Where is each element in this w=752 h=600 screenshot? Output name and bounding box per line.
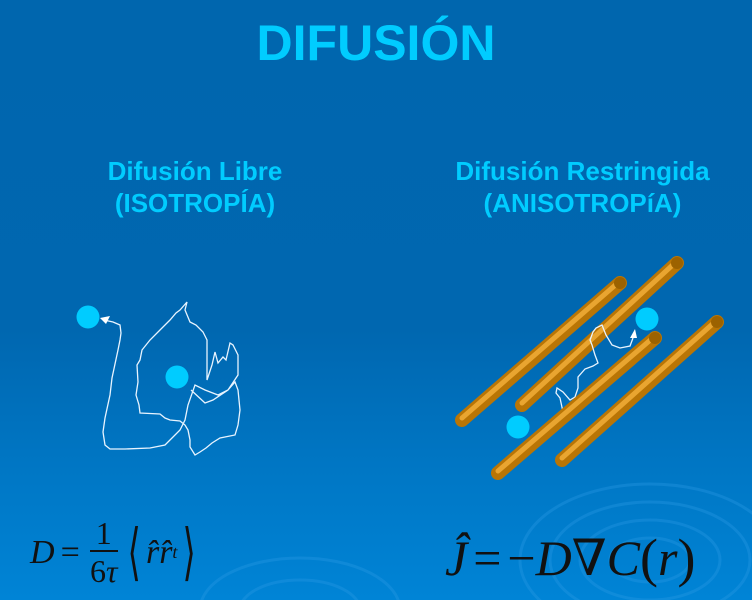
left-heading-line2: (ISOTROPÍA) bbox=[114, 188, 276, 218]
left-heading: Difusión Libre (ISOTROPÍA) bbox=[70, 155, 320, 219]
eq-minus: − bbox=[507, 530, 536, 586]
eq-open-paren: ( bbox=[640, 528, 658, 588]
right-heading: Difusión Restringida (ANISOTROPíA) bbox=[420, 155, 745, 219]
eq-equals: = bbox=[473, 530, 502, 586]
eq-term1: r̂ bbox=[145, 533, 160, 571]
slide-title: DIFUSIÓN bbox=[256, 15, 496, 71]
right-heading-line1: Difusión Restringida bbox=[455, 156, 710, 186]
eq-lhs: D bbox=[30, 533, 55, 571]
diffusion-coefficient-equation: D = 1 6τ ⟨ r̂ r̂ t ⟩ bbox=[30, 510, 202, 595]
eq-arg: r bbox=[657, 530, 678, 586]
eq-equals: = bbox=[60, 533, 80, 571]
arrowhead-icon bbox=[100, 316, 110, 324]
eq-coef: D bbox=[535, 530, 572, 586]
eq-numerator: 1 bbox=[89, 516, 118, 552]
arrowhead-icon bbox=[630, 329, 637, 338]
particle-start bbox=[506, 415, 530, 439]
particle-end bbox=[76, 305, 100, 329]
random-walk-path bbox=[102, 301, 241, 456]
eq-func: C bbox=[606, 530, 640, 586]
right-heading-line2: (ANISOTROPíA) bbox=[483, 188, 682, 218]
eq-denominator: 6τ bbox=[90, 552, 118, 589]
eq-fraction: 1 6τ bbox=[89, 516, 118, 590]
particle-start bbox=[165, 365, 189, 389]
eq-open-bracket: ⟨ bbox=[127, 518, 141, 587]
particle-end bbox=[635, 307, 659, 331]
left-heading-line1: Difusión Libre bbox=[107, 156, 283, 186]
eq-term2: r̂ bbox=[159, 533, 173, 571]
eq-close-bracket: ⟩ bbox=[182, 518, 197, 587]
eq-close-paren: ) bbox=[677, 528, 696, 588]
eq-superscript: t bbox=[172, 542, 178, 562]
restricted-walk-path bbox=[555, 324, 634, 413]
eq-nabla: ∇ bbox=[571, 530, 607, 586]
fiber-rods bbox=[455, 256, 684, 427]
flux-equation: Ĵ = − D ∇ C ( r ) bbox=[445, 518, 695, 598]
eq-lhs: Ĵ bbox=[445, 530, 468, 586]
